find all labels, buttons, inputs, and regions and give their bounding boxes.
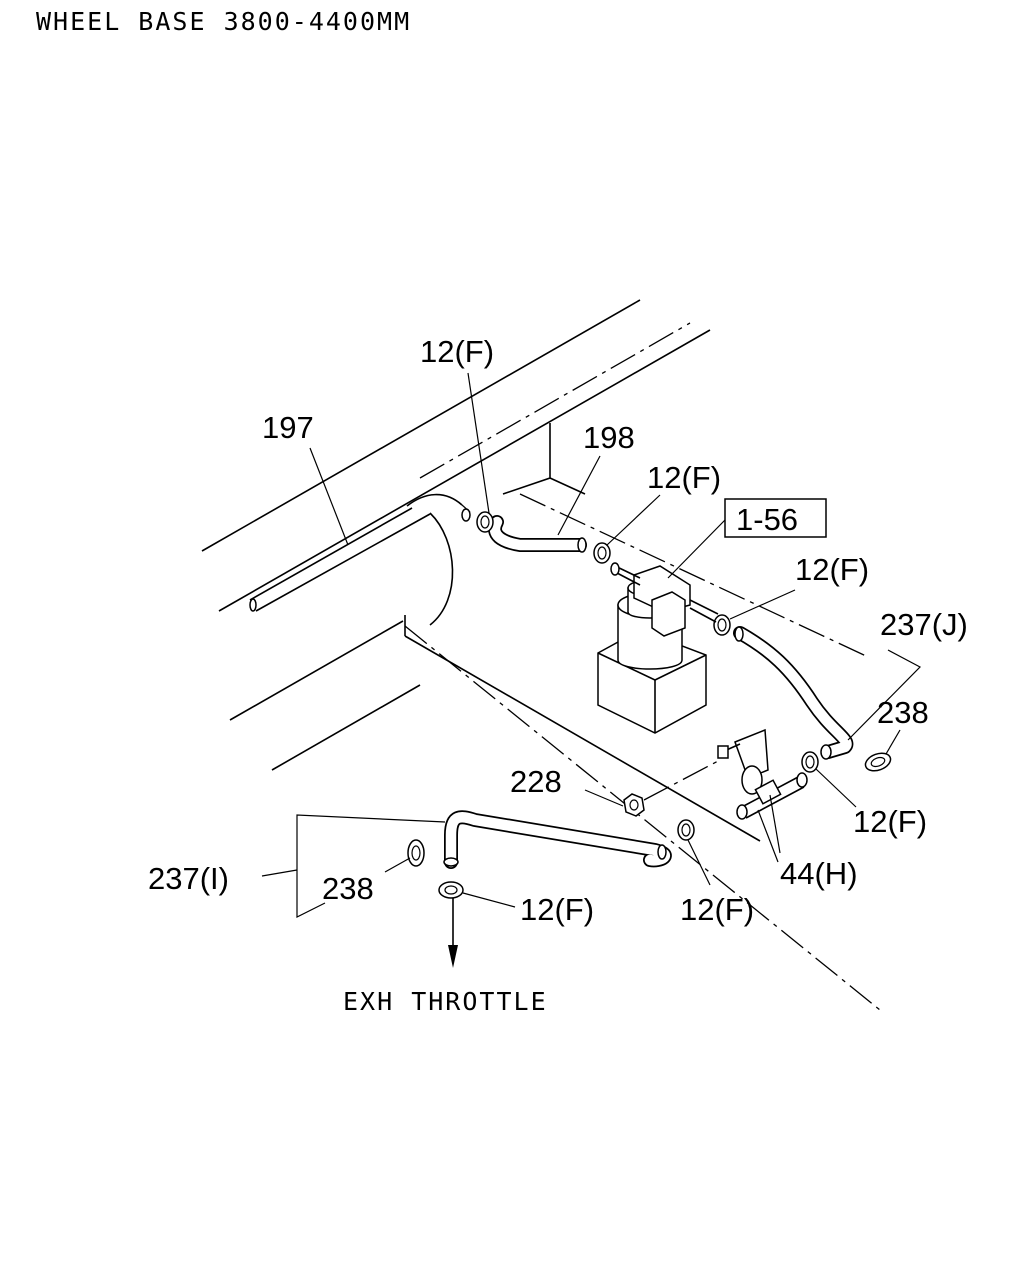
callout-197: 197 [262, 410, 314, 445]
callout-44h: 44(H) [780, 856, 858, 891]
callout-12f-bottom: 12(F) [520, 892, 594, 927]
callout-237i: 237(I) [148, 861, 229, 896]
clamp-right [801, 751, 819, 773]
clamp-bottom [438, 881, 464, 899]
cross-member [502, 423, 586, 495]
arrow-down-icon [448, 898, 458, 968]
connector-44h [717, 728, 808, 820]
clamp-top [476, 511, 494, 533]
center-lines [404, 322, 881, 1011]
callout-12f-valve: 12(F) [795, 552, 869, 587]
callout-12f-mid: 12(F) [647, 460, 721, 495]
callout-12f-lower: 12(F) [680, 892, 754, 927]
clamp-mid [593, 542, 611, 564]
valve-1-56 [597, 562, 719, 734]
callout-237j: 237(J) [880, 607, 968, 642]
clamp-lower [677, 819, 695, 841]
hose-198 [488, 515, 587, 553]
hose-237i [443, 810, 672, 869]
callout-198: 198 [583, 420, 635, 455]
exhaust-pipe-cylinder [404, 493, 761, 842]
callout-238-left: 238 [322, 871, 374, 906]
frame-rails [201, 299, 711, 771]
callout-228: 228 [510, 764, 562, 799]
cap-238-left [407, 839, 425, 867]
hose-237j [733, 626, 854, 760]
cap-238-right [864, 752, 892, 772]
leader-lines [261, 372, 921, 918]
clamp-valve [713, 614, 731, 636]
callout-238-right: 238 [877, 695, 929, 730]
nut-228 [623, 759, 721, 817]
exh-throttle-label: EXH THROTTLE [343, 987, 548, 1016]
callout-12f-right: 12(F) [853, 804, 927, 839]
wheel-base-title: WHEEL BASE 3800-4400MM [36, 7, 411, 36]
callout-1-56: 1-56 [736, 502, 798, 537]
pipe-197 [249, 507, 431, 612]
callout-12f-top: 12(F) [420, 334, 494, 369]
callout-1-56-box: 1-56 [724, 498, 827, 538]
